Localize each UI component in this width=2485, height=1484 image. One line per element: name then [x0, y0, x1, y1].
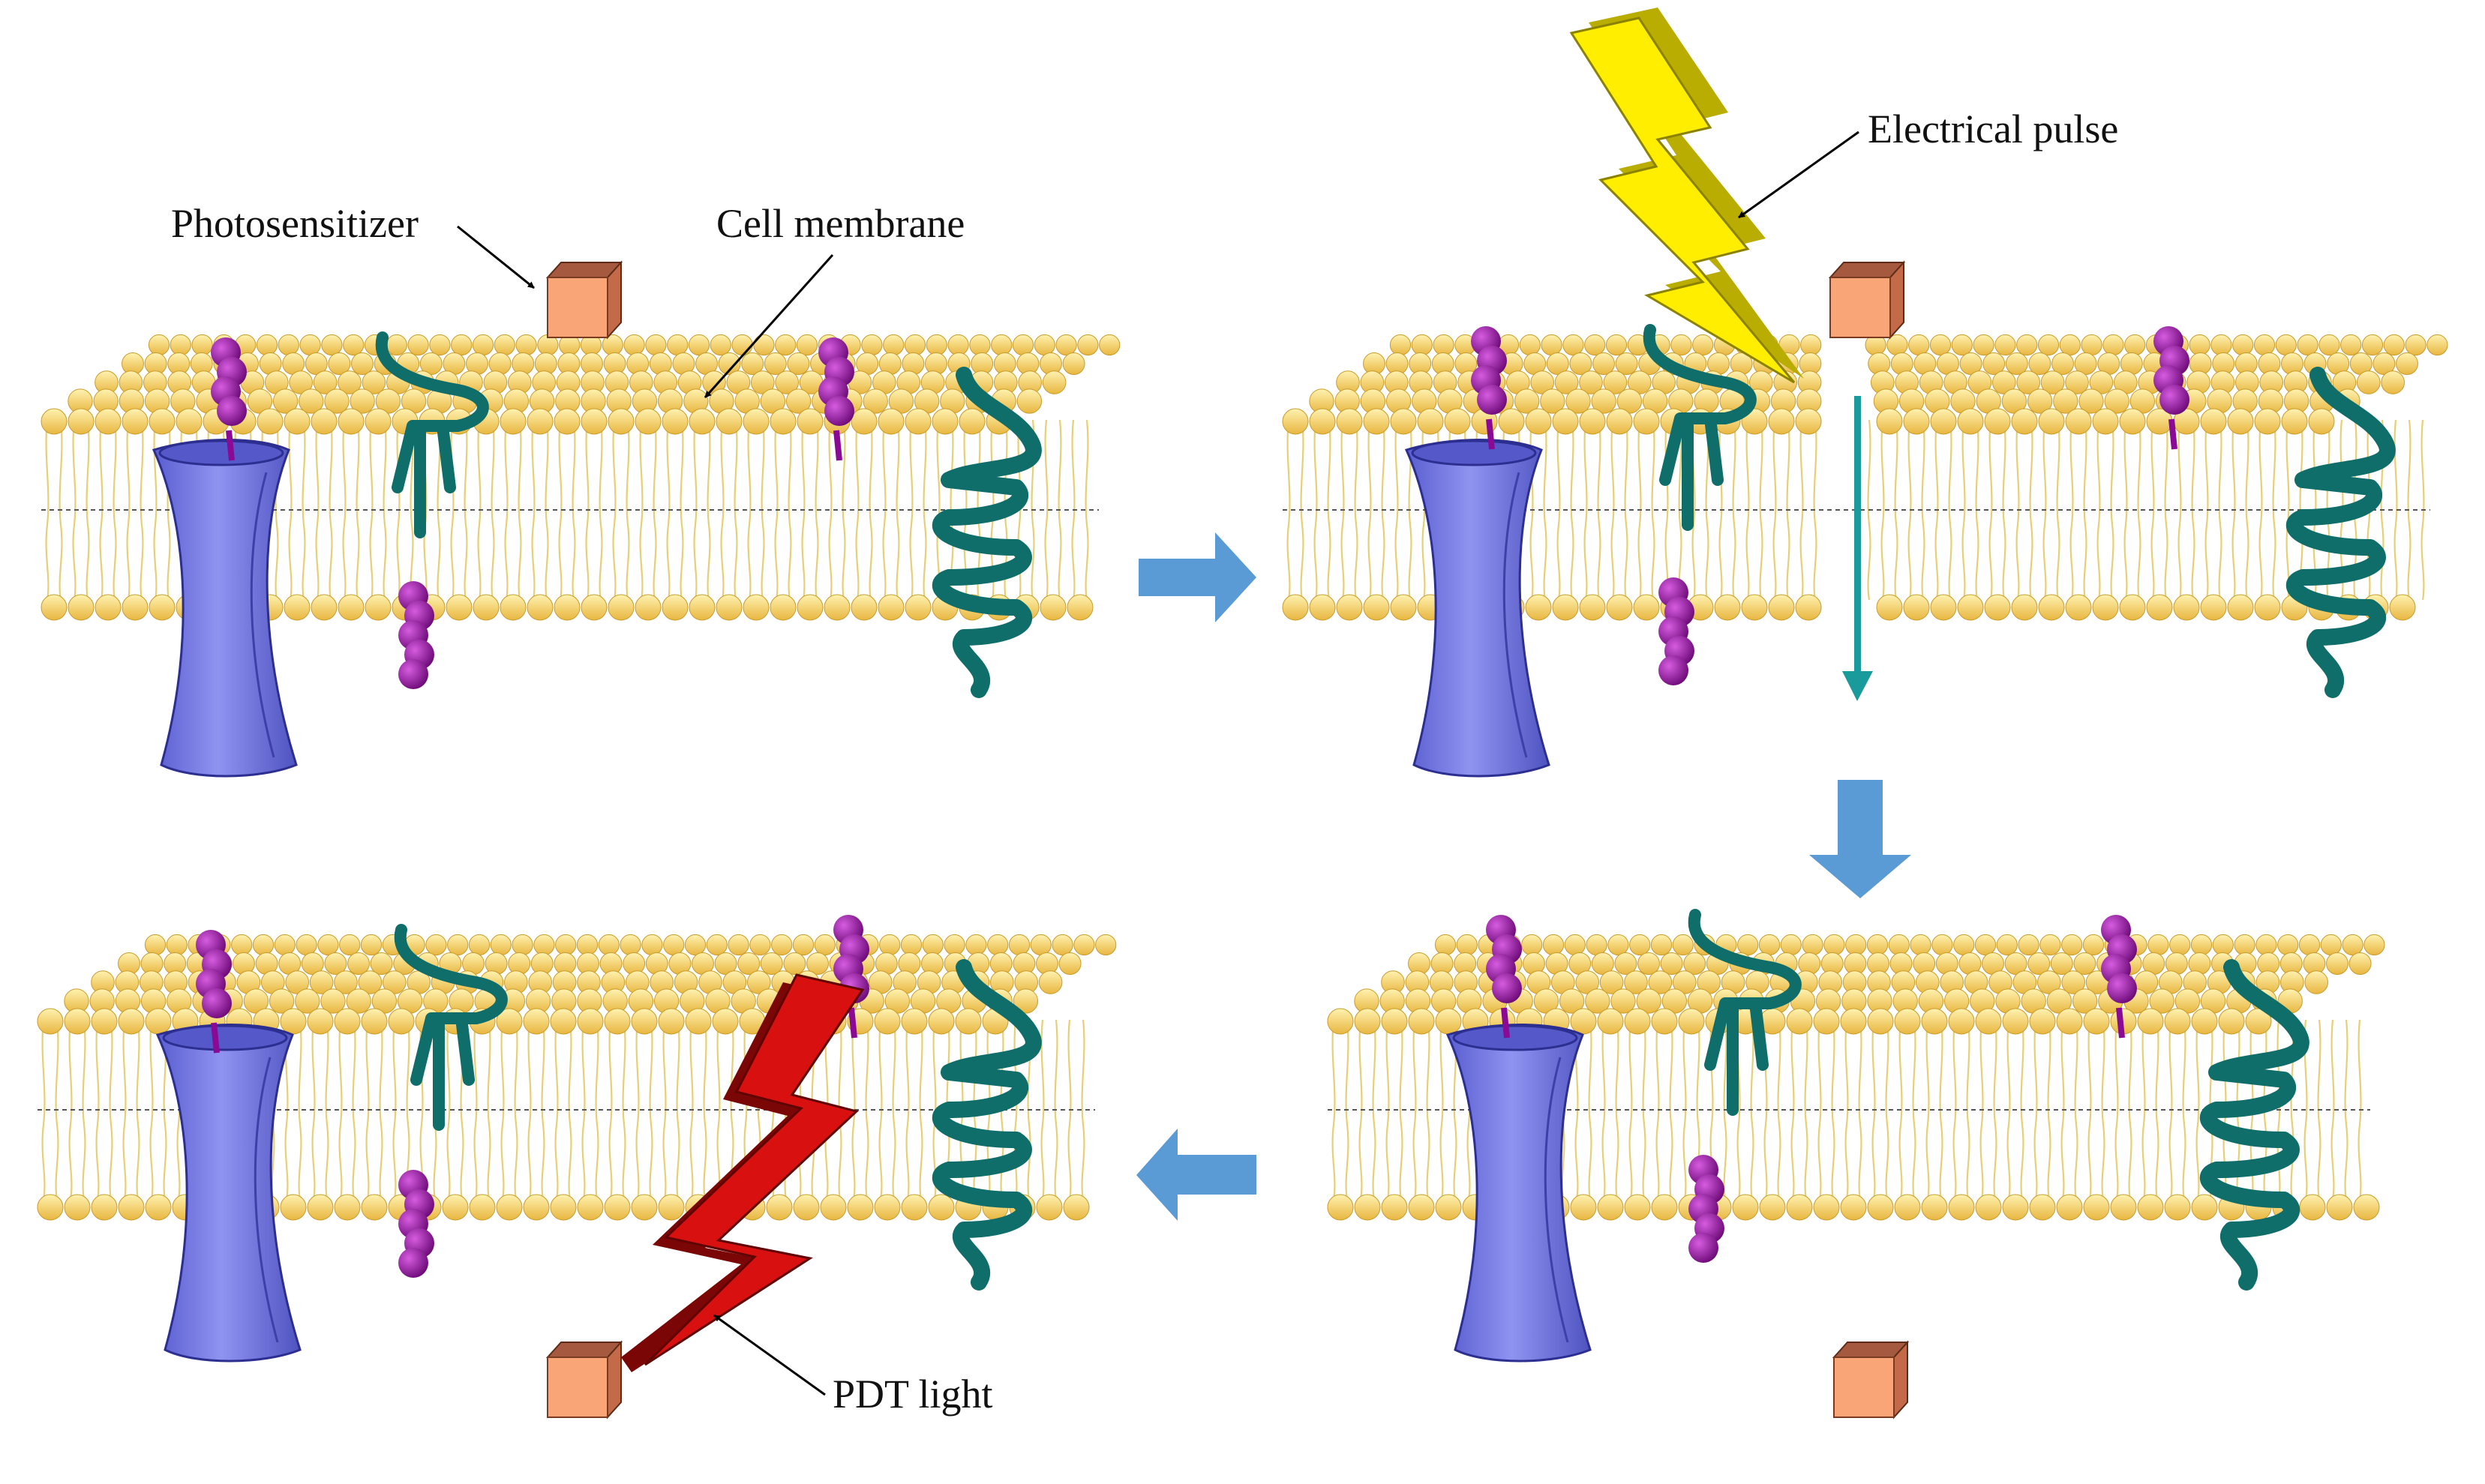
photosensitizer-cube-icon [545, 260, 623, 340]
pdt-light-pointer [713, 1314, 826, 1396]
panel-photosensitizer-internalized [1327, 909, 2385, 1363]
glycolipid-chain-icon [398, 1170, 434, 1278]
transmembrane-helix-icon [1643, 324, 1757, 531]
down-arrow-icon [1809, 780, 1911, 898]
channel-protein-icon [1404, 439, 1550, 778]
cell-membrane-label: Cell membrane [716, 201, 965, 246]
glycolipid-chain-icon [211, 337, 247, 461]
pdt-light-lightning-bolt-icon [621, 973, 865, 1372]
glycolipid-chain-icon [2101, 915, 2137, 1039]
transmembrane-helix-icon [2199, 959, 2309, 1291]
left-arrow-icon [1136, 1129, 1256, 1221]
photosensitizer-cube-icon [545, 1340, 623, 1420]
electrical-pulse-label: Electrical pulse [1868, 106, 2118, 151]
transmembrane-helix-icon [1688, 909, 1802, 1116]
ion-flux-arrow-icon [1842, 396, 1873, 701]
photosensitizer-pointer [457, 225, 535, 289]
electrical-pulse-lightning-bolt-icon [1569, 7, 1804, 384]
panel-pdt-illumination [37, 915, 1117, 1363]
transmembrane-helix-icon [932, 959, 1042, 1291]
glycolipid-chain-icon [1486, 915, 1522, 1039]
photosensitizer-cube-icon [1832, 1340, 1910, 1420]
photosensitizer-label: Photosensitizer [171, 201, 419, 246]
glycolipid-chain-icon [398, 581, 434, 689]
glycolipid-chain-icon [1688, 1155, 1724, 1263]
channel-protein-icon [152, 439, 298, 778]
electrical-pulse-pointer [1738, 130, 1859, 219]
glycolipid-chain-icon [2153, 326, 2189, 450]
glycolipid-chain-icon [1471, 326, 1507, 450]
glycolipid-chain-icon [1658, 577, 1694, 685]
panel-initial-membrane [41, 331, 1121, 778]
photosensitizer-cube-icon [1828, 260, 1906, 340]
transmembrane-helix-icon [375, 331, 489, 538]
transmembrane-helix-icon [394, 924, 508, 1131]
cell-membrane-pointer [704, 253, 834, 399]
transmembrane-helix-icon [932, 367, 1042, 698]
pdt-light-label: PDT light [833, 1372, 993, 1417]
panel-electroporation [1282, 324, 2448, 778]
right-arrow-icon [1139, 532, 1256, 622]
channel-protein-icon [1445, 1024, 1592, 1363]
glycolipid-chain-icon [196, 930, 232, 1054]
glycolipid-chain-icon [818, 337, 854, 461]
channel-protein-icon [155, 1024, 302, 1363]
transmembrane-helix-icon [2285, 367, 2396, 698]
